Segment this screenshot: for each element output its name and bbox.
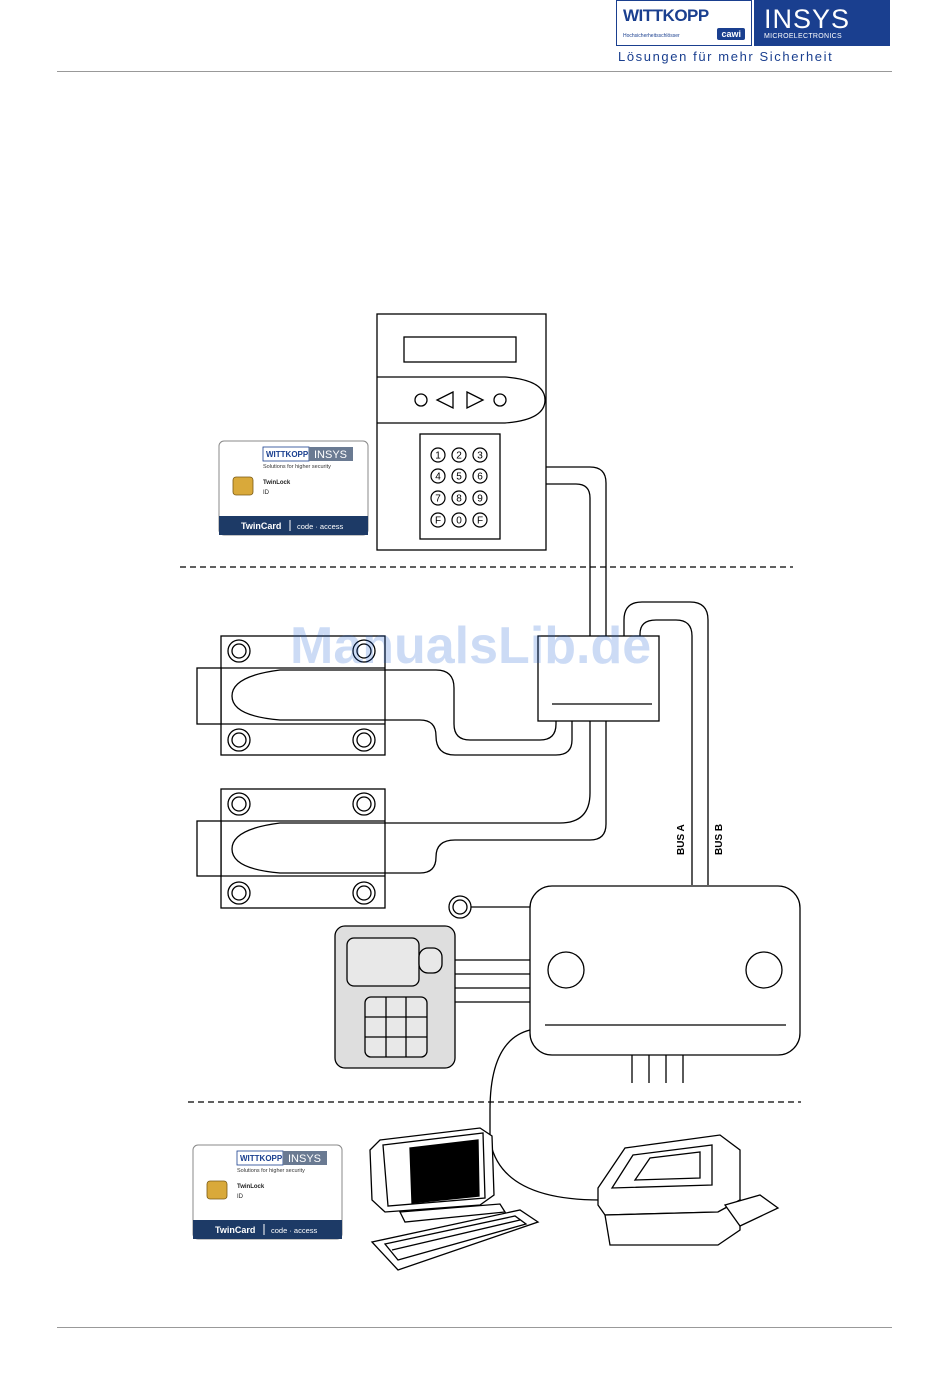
controller-unit <box>529 885 801 1083</box>
card-slogan: Solutions for higher security <box>263 464 331 470</box>
keypad-key-circle <box>451 490 467 506</box>
keypad-key-label: 3 <box>477 451 483 462</box>
keypad-key[interactable]: 7 <box>430 490 446 506</box>
bus-a-cable <box>639 619 693 885</box>
card-brand-left: WITTKOPP <box>240 1154 283 1163</box>
wittkopp-logo-text: WITTKOPP <box>623 6 709 25</box>
keypad-key-circle <box>451 468 467 484</box>
wittkopp-logo-subtitle: Hochsicherheitsschlösser <box>623 33 680 39</box>
bus-b-label: BUS B <box>714 824 725 855</box>
keypad-key-label: 7 <box>435 494 441 505</box>
keypad-key[interactable]: F <box>472 512 488 528</box>
keypad-key-circle <box>472 512 488 528</box>
bus-a-label: BUS A <box>676 824 687 855</box>
keypad-key-circle <box>451 512 467 528</box>
keypad-key-area <box>419 433 501 540</box>
controller-knob-left <box>547 951 585 989</box>
keypad-key-label: 2 <box>456 451 462 462</box>
keypad-key[interactable]: F <box>430 512 446 528</box>
card-footer-band <box>219 516 368 535</box>
twincard-chip-card: WITTKOPP INSYS Solutions for higher securi… <box>218 440 369 536</box>
keypad-key[interactable]: 8 <box>451 490 467 506</box>
keypad-key-circle <box>472 468 488 484</box>
card-chip-icon <box>206 1180 228 1200</box>
card-brand-right-box <box>283 1151 327 1165</box>
keypad-key-label: 4 <box>435 472 441 483</box>
keypad-key-label: 1 <box>435 451 441 462</box>
junction-box <box>537 635 660 722</box>
card-chip-icon <box>232 476 254 496</box>
keypad-key[interactable]: 5 <box>451 468 467 484</box>
pc-keyboard <box>370 1209 540 1271</box>
watermark: ManualsLib.de <box>290 617 652 675</box>
cawi-badge: cawi <box>717 28 745 40</box>
card-brand-right: INSYS <box>288 1153 321 1165</box>
insys-logo-subtitle: MICROELECTRONICS <box>764 33 842 40</box>
insys-logo-text: INSYS <box>764 4 851 34</box>
keypad-key[interactable]: 2 <box>451 447 467 463</box>
card-brand-right-box <box>309 447 353 461</box>
cable-lock1-junction <box>385 669 573 756</box>
keypad-key-label: F <box>477 516 483 527</box>
card-id-label: ID <box>263 490 270 496</box>
card-slogan: Solutions for higher security <box>237 1168 305 1174</box>
keypad-display <box>403 336 517 363</box>
controller-knob-right <box>745 951 783 989</box>
keypad-key-circle <box>430 490 446 506</box>
card-footer-right: code · access <box>271 1226 318 1235</box>
keypad-key-circle <box>472 490 488 506</box>
card-brand-left: WITTKOPP <box>266 450 309 459</box>
header-tagline: Lösungen für mehr Sicherheit <box>618 49 834 64</box>
nav-led-left <box>414 393 428 407</box>
twincard-chip-card: WITTKOPP INSYS Solutions for higher securi… <box>192 1144 343 1240</box>
card-name: TwinLock <box>237 1184 265 1190</box>
card-footer-left: TwinCard <box>241 521 281 531</box>
keypad-key[interactable]: 1 <box>430 447 446 463</box>
keypad-key-label: 8 <box>456 494 462 505</box>
service-terminal <box>334 925 530 1069</box>
printer <box>597 1134 780 1246</box>
header-divider <box>57 71 892 72</box>
keypad-key[interactable]: 9 <box>472 490 488 506</box>
keypad-nav-panel <box>377 376 546 424</box>
keypad-key-circle <box>472 447 488 463</box>
lock-2 <box>196 788 386 909</box>
keypad-key-label: 9 <box>477 494 483 505</box>
pc-workstation <box>369 1127 540 1271</box>
keypad-key-label: F <box>435 516 441 527</box>
keypad-key-label: 5 <box>456 472 462 483</box>
nav-arrow-right-icon <box>466 390 485 410</box>
keypad-key[interactable]: 0 <box>451 512 467 528</box>
cable-lock2-junction <box>385 721 607 874</box>
header-logo: WITTKOPP Hochsicherheitsschlösser cawi I… <box>616 0 890 64</box>
card-name: TwinLock <box>263 480 291 486</box>
nav-led-right <box>493 393 507 407</box>
lock-1 <box>196 635 386 756</box>
wittkopp-logo: WITTKOPP Hochsicherheitsschlösser cawi <box>616 0 752 46</box>
keypad-key-circle <box>430 512 446 528</box>
card-footer-band <box>193 1220 342 1239</box>
card-brand-right: INSYS <box>314 449 347 461</box>
keypad-key[interactable]: 3 <box>472 447 488 463</box>
card-id-label: ID <box>237 1194 244 1200</box>
bus-b-cable <box>623 601 709 885</box>
door-contact-sensor <box>448 895 530 919</box>
card-footer-right: code · access <box>297 522 344 531</box>
footer-divider <box>57 1327 892 1328</box>
keypad-key-label: 0 <box>456 516 462 527</box>
keypad-key[interactable]: 4 <box>430 468 446 484</box>
keypad-key[interactable]: 6 <box>472 468 488 484</box>
keypad-key-circle <box>451 447 467 463</box>
nav-arrow-left-icon <box>435 390 454 410</box>
keypad-key-label: 6 <box>477 472 483 483</box>
card-footer-left: TwinCard <box>215 1225 255 1235</box>
code-input-unit <box>376 313 547 551</box>
cable-keypad-junction <box>546 466 607 636</box>
insys-logo: INSYS MICROELECTRONICS <box>754 0 890 46</box>
keypad-key-circle <box>430 447 446 463</box>
keypad-key-circle <box>430 468 446 484</box>
